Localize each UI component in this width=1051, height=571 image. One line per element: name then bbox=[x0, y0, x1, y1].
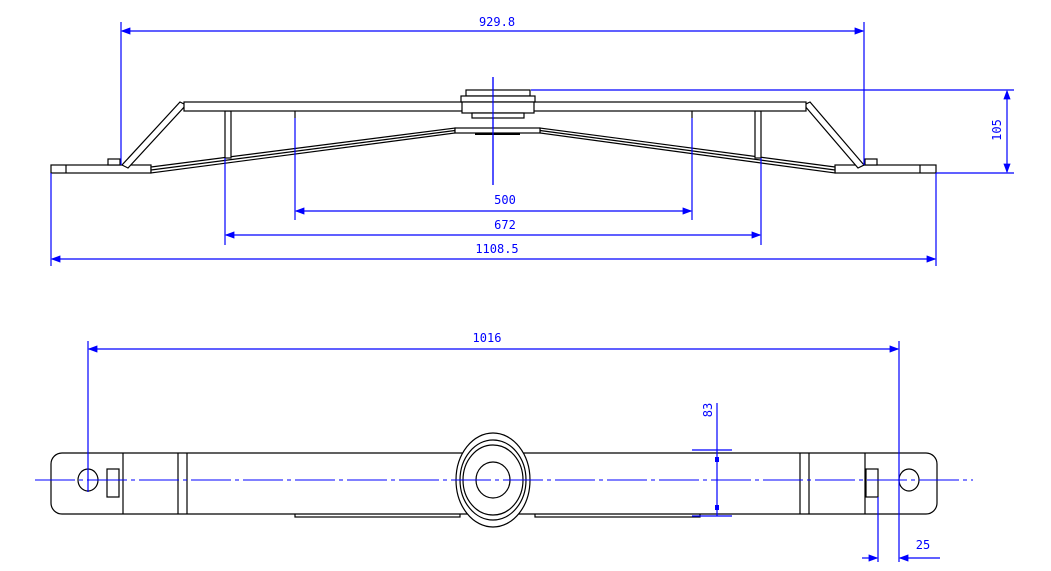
front-view: 929.8 105 500 672 1108.5 bbox=[50, 15, 1014, 266]
dimension-672: 672 bbox=[224, 158, 762, 245]
dimension-1016: 1016 bbox=[87, 331, 900, 562]
left-stud bbox=[107, 158, 121, 166]
left-post bbox=[224, 110, 232, 159]
right-base-plate bbox=[834, 164, 937, 174]
left-diagonal bbox=[121, 101, 187, 169]
dimension-label: 929.8 bbox=[479, 15, 515, 29]
dimension-929-8: 929.8 bbox=[120, 15, 865, 165]
dimension-25: 25 bbox=[862, 497, 940, 562]
center-hub bbox=[460, 89, 536, 119]
dimension-500: 500 bbox=[294, 118, 693, 220]
plan-view: 1016 83 25 bbox=[35, 331, 973, 562]
dimension-label: 1016 bbox=[473, 331, 502, 345]
dimension-1108-5: 1108.5 bbox=[50, 173, 937, 266]
center-lower-plate bbox=[454, 127, 541, 134]
dimension-label: 25 bbox=[916, 538, 930, 552]
right-slot bbox=[865, 468, 879, 498]
dimension-label: 1108.5 bbox=[475, 242, 518, 256]
left-slot bbox=[106, 468, 120, 498]
dimension-83: 83 bbox=[692, 403, 732, 517]
dimension-105: 105 bbox=[531, 89, 1014, 174]
right-diagonal bbox=[803, 101, 865, 169]
dimension-label: 672 bbox=[494, 218, 516, 232]
dimension-label: 105 bbox=[990, 119, 1004, 141]
right-stud bbox=[864, 158, 878, 166]
right-post bbox=[754, 110, 762, 159]
dimension-label: 83 bbox=[701, 403, 715, 417]
dimension-label: 500 bbox=[494, 193, 516, 207]
